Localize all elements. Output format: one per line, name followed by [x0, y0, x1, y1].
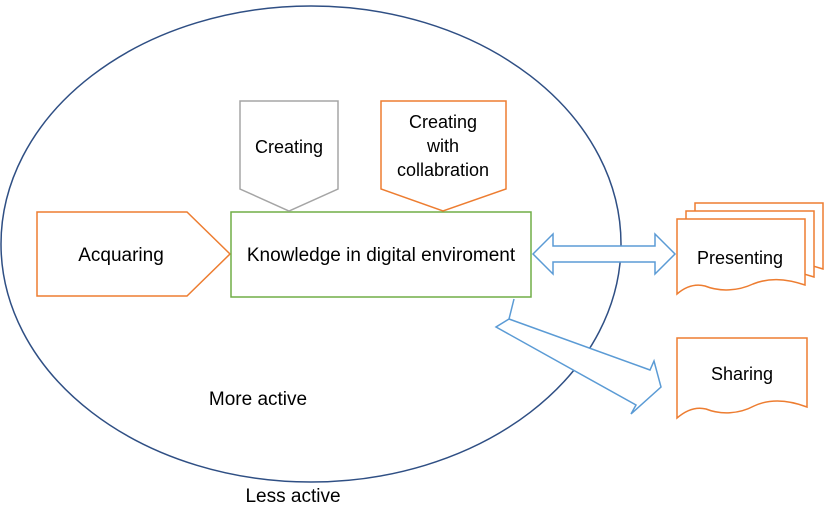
- collaboration-label-line-1: Creating: [409, 112, 477, 132]
- more-active-label: More active: [209, 389, 307, 410]
- sharing-document: [676, 337, 808, 420]
- presenting-document-stack: [676, 202, 824, 296]
- knowledge-presenting-double-arrow: [531, 232, 677, 276]
- knowledge-box: [230, 211, 532, 298]
- sharing-label: Sharing: [711, 364, 773, 384]
- collaboration-label-line-2: with: [426, 136, 459, 156]
- knowledge-label: Knowledge in digital enviroment: [247, 245, 516, 266]
- creating-label: Creating: [255, 137, 323, 157]
- more-active-ellipse: [0, 5, 622, 483]
- creating-arrow-shape: [239, 100, 339, 212]
- collaboration-arrow-shape: [380, 100, 507, 212]
- presenting-doc-front: [676, 218, 806, 296]
- knowledge-sharing-arrow: [494, 298, 662, 415]
- presenting-label: Presenting: [697, 248, 783, 268]
- less-active-label: Less active: [245, 486, 340, 507]
- acquiring-arrow-shape: [36, 211, 232, 297]
- collaboration-label-line-3: collabration: [397, 160, 489, 180]
- acquiring-label: Acquaring: [78, 245, 164, 266]
